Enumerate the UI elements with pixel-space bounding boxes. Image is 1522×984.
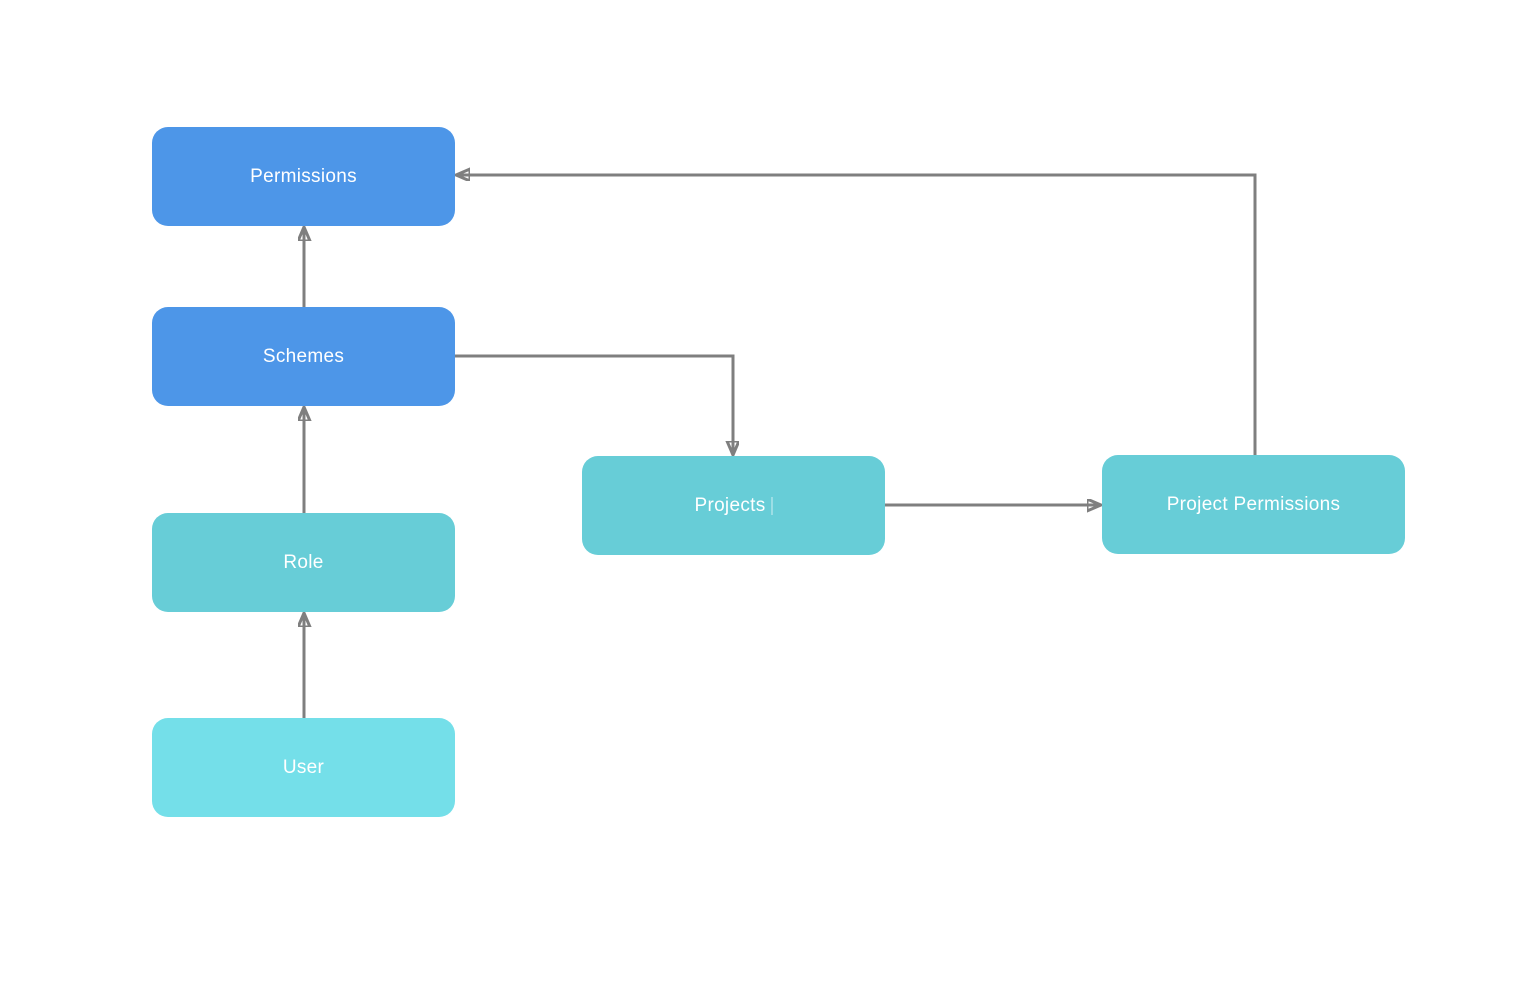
node-permissions: Permissions xyxy=(152,127,455,226)
node-projects: Projects xyxy=(582,456,885,555)
node-schemes-label: Schemes xyxy=(262,345,345,367)
node-permissions-label: Permissions xyxy=(250,165,357,187)
node-projects-label: Projects xyxy=(694,494,766,516)
node-user-label: User xyxy=(282,756,325,778)
edge-project-permissions-to-permissions xyxy=(456,175,1257,455)
node-user: User xyxy=(152,718,455,817)
node-project-permissions: Project Permissions xyxy=(1102,455,1405,554)
node-role: Role xyxy=(152,513,455,612)
edge-schemes-to-projects xyxy=(455,354,733,455)
node-role-label: Role xyxy=(283,551,324,573)
node-project-permissions-label: Project Permissions xyxy=(1166,493,1341,515)
node-schemes: Schemes xyxy=(152,307,455,406)
text-cursor-artifact xyxy=(770,496,773,515)
